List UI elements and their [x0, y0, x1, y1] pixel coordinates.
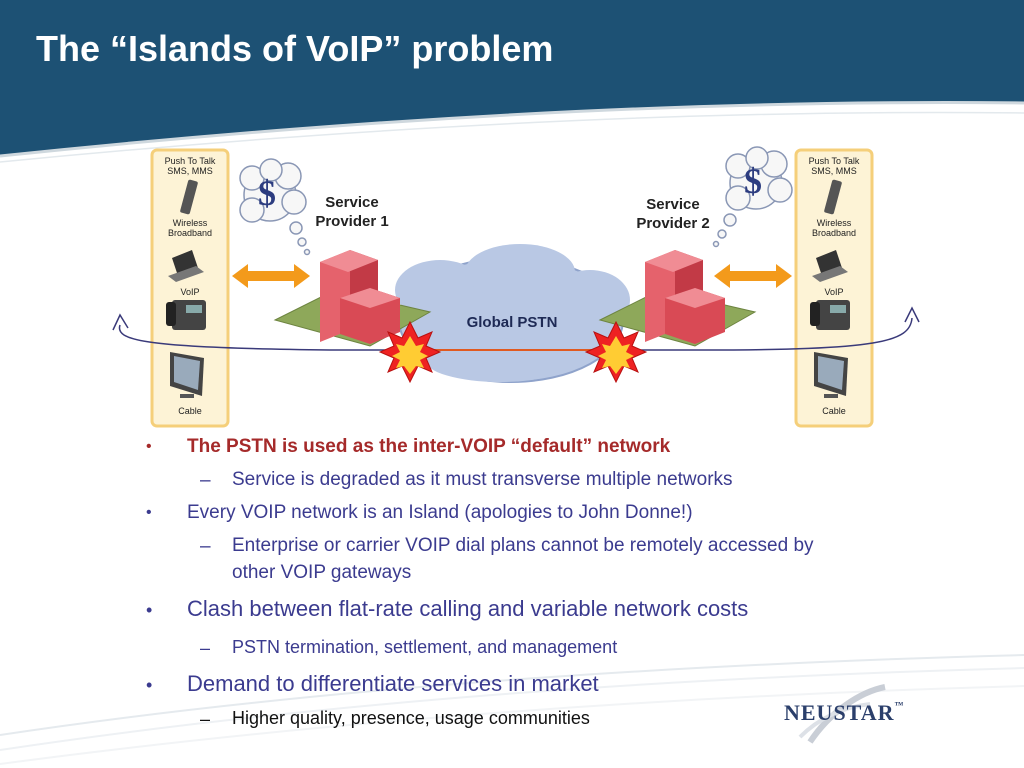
ptt-label-left: Push To Talk SMS, MMS [154, 156, 226, 176]
bullet-marker: • [146, 675, 153, 695]
provider-1-line-2: Provider 1 [315, 213, 389, 230]
header-band [0, 0, 1024, 163]
curve-arrowhead-left [112, 313, 129, 331]
provider-2-line-1: Service [646, 196, 700, 213]
bullet-4-text: Demand to differentiate services in mark… [187, 671, 599, 696]
voip-diagram: $ $ Service Provider 1 Service Provider … [112, 146, 920, 428]
ptt-label-left-line-2: SMS, MMS [167, 166, 213, 176]
wireless-label-right: Wireless Broadband [798, 218, 870, 238]
explosion-right-core [598, 336, 634, 374]
wireless-label-right-line-1: Wireless [816, 218, 852, 228]
wireless-label-left-line-2: Broadband [167, 228, 213, 238]
bullet-2-text: Every VOIP network is an Island (apologi… [187, 502, 693, 523]
explosion-left-core [392, 336, 428, 374]
ptt-phone-icon-left [180, 179, 198, 215]
curve-arrowhead-right [904, 306, 920, 323]
dollar-icon-left: $ [258, 173, 276, 213]
logo-trademark: ™ [894, 700, 905, 710]
tv-icon-right [814, 352, 848, 398]
neustar-logo: NEUSTAR™ [780, 682, 950, 752]
provider-2-line-2: Provider 2 [636, 215, 710, 232]
ptt-phone-icon-right [824, 179, 842, 215]
bullet-marker: • [146, 438, 152, 455]
provider-1-label: Service Provider 1 [312, 193, 392, 231]
sub-bullet-2-text-line-1: Enterprise or carrier VOIP dial plans ca… [232, 535, 814, 556]
voip-phone-icon-right [810, 300, 850, 330]
slide-title: The “Islands of VoIP” problem [36, 28, 554, 69]
logo-wordmark: NEUSTAR™ [784, 700, 905, 726]
sub-bullet-4-text: Higher quality, presence, usage communit… [232, 708, 590, 728]
provider-1-line-1: Service [325, 194, 379, 211]
bullet-3-text: Clash between flat-rate calling and vari… [187, 596, 749, 621]
bullet-marker: • [146, 600, 153, 620]
logo-swirl-icon [798, 684, 886, 744]
laptop-icon-left [168, 250, 204, 282]
thought-cloud-right [712, 146, 793, 248]
dollar-icon-right: $ [744, 161, 762, 201]
ptt-label-right-line-2: SMS, MMS [811, 166, 857, 176]
building-left [320, 250, 400, 344]
sub-bullet-marker: – [200, 536, 211, 557]
tv-icon-left [170, 352, 204, 398]
sub-bullet-marker: – [200, 638, 211, 658]
orange-arrow-left [232, 264, 310, 288]
global-pstn-label: Global PSTN [466, 314, 558, 331]
sub-bullet-2-text-line-2: other VOIP gateways [232, 562, 412, 583]
cable-label-right: Cable [822, 406, 846, 416]
sub-bullet-1-text: Service is degraded as it must transvers… [232, 469, 733, 490]
global-pstn-cloud [395, 244, 630, 383]
ptt-label-left-line-1: Push To Talk [164, 156, 216, 166]
building-right [645, 250, 725, 344]
wireless-label-right-line-2: Broadband [811, 228, 857, 238]
voip-phone-icon-left [166, 300, 206, 330]
bullet-list: • The PSTN is used as the inter-VOIP “de… [0, 430, 1024, 730]
bullet-marker: • [146, 504, 152, 521]
cable-label-left: Cable [178, 406, 202, 416]
laptop-icon-right [812, 250, 848, 282]
orange-arrow-right [714, 264, 792, 288]
provider-2-label: Service Provider 2 [628, 195, 718, 233]
voip-label-left: VoIP [180, 287, 200, 297]
thought-cloud-left [239, 158, 311, 256]
wireless-label-left: Wireless Broadband [154, 218, 226, 238]
ptt-label-right: Push To Talk SMS, MMS [798, 156, 870, 176]
wireless-label-left-line-1: Wireless [172, 218, 208, 228]
ptt-label-right-line-1: Push To Talk [808, 156, 860, 166]
voip-label-right: VoIP [824, 287, 844, 297]
sub-bullet-marker: – [200, 470, 211, 491]
bullet-1-text: The PSTN is used as the inter-VOIP “defa… [187, 436, 671, 457]
sub-bullet-marker: – [200, 709, 211, 729]
diagram-graphics [112, 146, 920, 428]
logo-text: NEUSTAR [784, 700, 895, 725]
sub-bullet-3-text: PSTN termination, settlement, and manage… [232, 637, 618, 657]
